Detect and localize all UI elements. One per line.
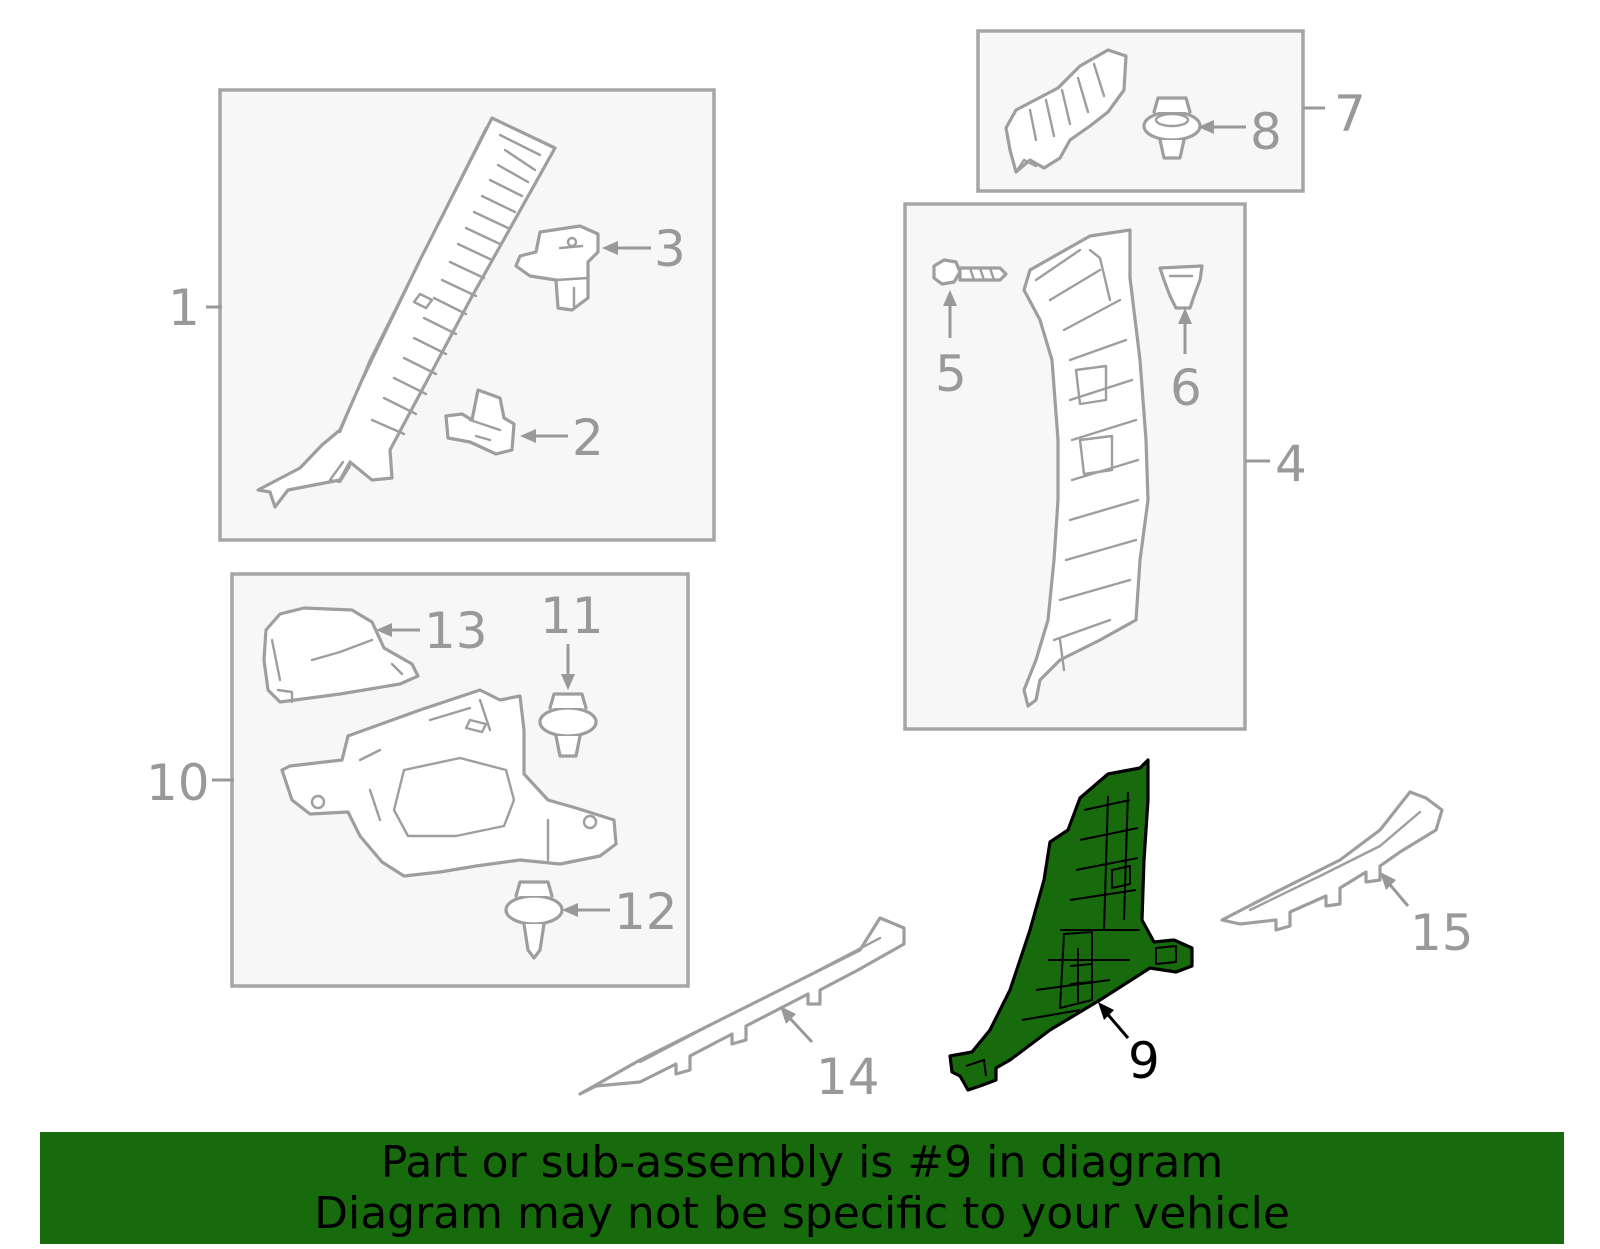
part-12-push-clip (504, 880, 564, 960)
callout-7: 7 (1334, 85, 1366, 143)
banner-line-1: Part or sub-assembly is #9 in diagram (380, 1137, 1224, 1188)
part-3-clip (514, 224, 600, 312)
part-5-bolt (932, 258, 1008, 286)
part-6-clip (1158, 264, 1204, 310)
part-1-a-pillar-trim (256, 116, 557, 509)
callout-9: 9 (1128, 1032, 1160, 1090)
part-8-push-clip (1142, 96, 1202, 160)
part-11-push-clip (538, 692, 598, 758)
callout-15: 15 (1410, 904, 1474, 962)
callout-12: 12 (614, 883, 678, 941)
callout-2: 2 (572, 409, 604, 467)
part-7-trim-piece (1004, 48, 1128, 174)
callout-3: 3 (654, 220, 686, 278)
callout-6: 6 (1170, 359, 1202, 417)
part-info-banner: Part or sub-assembly is #9 in diagram Di… (40, 1132, 1564, 1244)
callout-1: 1 (168, 279, 200, 337)
part-10-lower-bracket (280, 688, 618, 878)
callout-4: 4 (1275, 435, 1307, 493)
callout-14: 14 (816, 1048, 880, 1106)
part-4-b-pillar-upper-trim (1022, 228, 1150, 708)
banner-line-2: Diagram may not be specific to your vehi… (314, 1188, 1290, 1239)
part-15-sill-trim (1220, 790, 1444, 932)
callout-8: 8 (1250, 103, 1282, 161)
part-13-cover (262, 606, 420, 704)
part-2-clip (444, 388, 516, 456)
callout-5: 5 (935, 345, 967, 403)
callout-10: 10 (146, 754, 210, 812)
part-9-b-pillar-lower-trim (948, 758, 1194, 1092)
callout-13: 13 (424, 602, 488, 660)
callout-11: 11 (540, 587, 604, 645)
part-14-sill-trim (578, 916, 906, 1096)
